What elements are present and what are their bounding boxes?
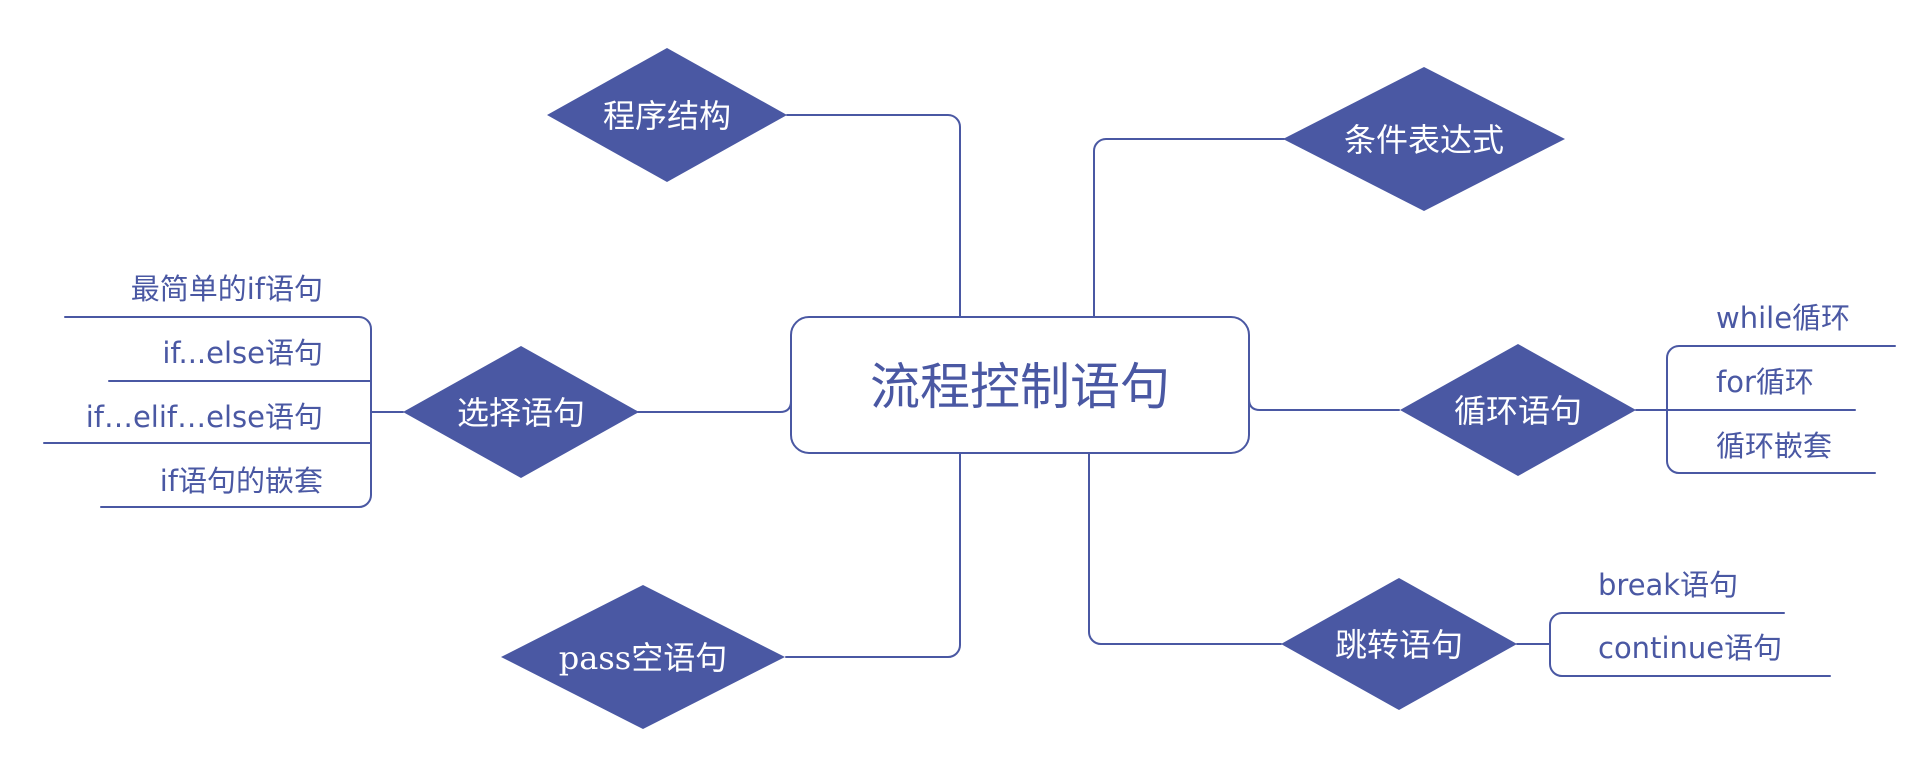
- topic-pass: pass空语句: [501, 585, 785, 729]
- subtopic-if-elif-else: if…elif…else语句: [86, 400, 323, 434]
- subtopic-while-loop: while循环: [1716, 301, 1850, 335]
- topic-loop-label: 循环语句: [1454, 392, 1582, 430]
- topic-program-structure-diamond: [547, 48, 787, 182]
- topic-jump-label: 跳转语句: [1335, 626, 1463, 664]
- jump-subtopics: break语句 continue语句: [1516, 568, 1831, 677]
- subtopic-for-loop: for循环: [1716, 365, 1814, 399]
- central-topic-box: [790, 316, 1250, 454]
- connector-pass: [785, 452, 961, 658]
- central-topic: 流程控制语句: [790, 316, 1250, 454]
- topic-conditional-expression-label: 条件表达式: [1344, 121, 1504, 159]
- connector-loop: [1248, 398, 1400, 411]
- topic-selection-diamond: [403, 346, 639, 478]
- topic-jump: 跳转语句: [1281, 578, 1517, 710]
- selection-subtopics: 最简单的if语句 if...else语句 if…elif…else语句 if语句…: [43, 272, 404, 508]
- central-topic-label: 流程控制语句: [870, 358, 1170, 416]
- topic-conditional-expression-diamond: [1283, 67, 1565, 211]
- topic-program-structure: 程序结构: [547, 48, 787, 182]
- topic-program-structure-label: 程序结构: [603, 97, 731, 135]
- subtopic-nested-if: if语句的嵌套: [160, 464, 323, 498]
- subtopic-simple-if: 最简单的if语句: [131, 272, 323, 306]
- topic-loop: 循环语句: [1400, 344, 1636, 476]
- topic-pass-diamond: [501, 585, 785, 729]
- connector-jump: [1088, 452, 1282, 645]
- main-connectors: [637, 114, 1400, 658]
- topic-loop-diamond: [1400, 344, 1636, 476]
- topic-selection: 选择语句: [403, 346, 639, 478]
- subtopic-break: break语句: [1598, 568, 1738, 602]
- topic-conditional-expression: 条件表达式: [1283, 67, 1565, 211]
- connector-selection: [637, 400, 792, 413]
- loop-subtopics: while循环 for循环 循环嵌套: [1635, 301, 1896, 474]
- subtopic-nested-loop: 循环嵌套: [1716, 429, 1832, 463]
- connector-conditional-expression: [1093, 138, 1285, 318]
- topic-pass-label: pass空语句: [559, 639, 727, 677]
- subtopic-continue: continue语句: [1598, 631, 1782, 665]
- topic-jump-diamond: [1281, 578, 1517, 710]
- topic-selection-label: 选择语句: [457, 394, 585, 432]
- connector-program-structure: [786, 114, 961, 318]
- subtopic-if-else: if...else语句: [162, 336, 323, 370]
